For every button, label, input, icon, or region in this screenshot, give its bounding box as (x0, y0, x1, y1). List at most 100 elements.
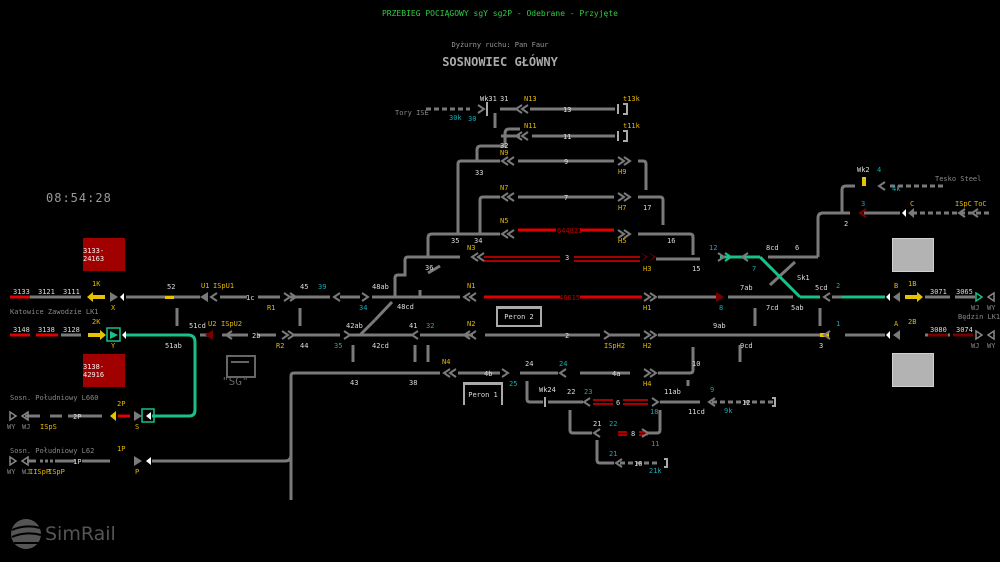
switch-label[interactable]: 48ab (372, 283, 389, 291)
signal-label-ISpU2[interactable]: ISpU2 (221, 320, 243, 328)
signal-label-ToC[interactable]: ToC (974, 200, 987, 208)
switch-label[interactable]: 24 (525, 360, 534, 368)
signal-label-N5[interactable]: N5 (500, 217, 509, 225)
track-label-3[interactable]: 3 (565, 254, 570, 262)
switch-label[interactable]: 51cd (189, 322, 206, 330)
switch-label[interactable]: 7cd (766, 304, 779, 312)
signal-label-N2[interactable]: N2 (467, 320, 476, 328)
switch-label[interactable]: 17 (643, 204, 652, 212)
train-box-lower[interactable]: 3138-42916 (83, 354, 125, 387)
switch-label[interactable]: 32 (500, 142, 509, 150)
track-label-7[interactable]: 7 (564, 194, 569, 202)
switch-label[interactable]: Wk24 (539, 386, 556, 394)
signal-label-ISpU1[interactable]: ISpU1 (213, 282, 235, 290)
track-label-9[interactable]: 9 (564, 158, 569, 166)
track-label-1P[interactable]: 1P (73, 458, 82, 466)
switch-label[interactable]: 42cd (372, 342, 389, 350)
signal-label-C[interactable]: C (910, 200, 915, 208)
track-label-12[interactable]: 12 (742, 399, 751, 407)
switch-label[interactable]: 6 (795, 244, 800, 252)
switch-label[interactable]: 35 (451, 237, 460, 245)
switch-label[interactable]: 5cd (815, 284, 828, 292)
signal-label-Y[interactable]: Y (111, 342, 116, 350)
signal-label-N7[interactable]: N7 (500, 184, 509, 192)
block-label[interactable]: 3133 (13, 288, 30, 296)
switch-label[interactable]: 52 (167, 283, 176, 291)
switch-label[interactable]: 31 (500, 95, 509, 103)
signal-label-A[interactable]: A (894, 320, 899, 328)
signal-label-2K[interactable]: 2K (92, 318, 101, 326)
signal-label-2B[interactable]: 2B (908, 318, 917, 326)
switch-label[interactable]: 22 (567, 388, 576, 396)
signal-label-ISpC[interactable]: ISpC (955, 200, 972, 208)
block-label[interactable]: 3111 (63, 288, 80, 296)
switch-label[interactable]: 9cd (740, 342, 753, 350)
switch-label[interactable]: 41 (409, 322, 418, 330)
block-label[interactable]: 3121 (38, 288, 55, 296)
signal-label-U2[interactable]: U2 (208, 320, 217, 328)
switch-label[interactable]: 5ab (791, 304, 804, 312)
switch-label[interactable]: 38 (409, 379, 418, 387)
signal-label-N3[interactable]: N3 (467, 244, 476, 252)
signal-label-H1[interactable]: H1 (643, 304, 652, 312)
signal-label-U1[interactable]: U1 (201, 282, 210, 290)
sg-station-icon[interactable] (226, 355, 256, 378)
signal-label-X[interactable]: X (111, 304, 116, 312)
switch-label[interactable]: 36 (425, 264, 434, 272)
switch-label[interactable]: 48cd (397, 303, 414, 311)
switch-label[interactable]: 45 (300, 283, 309, 291)
block-label[interactable]: 3065 (956, 288, 973, 296)
switch-label[interactable]: Wk2 (857, 166, 870, 174)
track-label-8[interactable]: 8 (631, 430, 636, 438)
block-label[interactable]: 3148 (13, 326, 30, 334)
signal-label-2P[interactable]: 2P (117, 400, 126, 408)
switch-label[interactable]: 11ab (664, 388, 681, 396)
signal-label-N9[interactable]: N9 (500, 149, 509, 157)
signal-label-ISpS[interactable]: ISpS (40, 423, 57, 431)
track-label-6[interactable]: 6 (616, 399, 621, 407)
signal-label-IISpP[interactable]: IISpP (29, 468, 51, 476)
switch-label[interactable]: 33 (475, 169, 484, 177)
switch-label[interactable]: 43 (350, 379, 359, 387)
track-label-2[interactable]: 2 (565, 332, 570, 340)
track-label-2P[interactable]: 2P (73, 413, 82, 421)
block-label[interactable]: 3128 (63, 326, 80, 334)
switch-label[interactable]: 2 (844, 220, 849, 228)
track-label-5-train[interactable]: 644822 (557, 227, 583, 235)
track-label-13[interactable]: 13 (563, 106, 572, 114)
switch-label[interactable]: 11cd (688, 408, 705, 416)
signal-label-H4[interactable]: H4 (643, 380, 652, 388)
signal-label-N4[interactable]: N4 (442, 358, 451, 366)
signal-label-R1[interactable]: R1 (267, 304, 276, 312)
signal-label-1P[interactable]: 1P (117, 445, 126, 453)
status-box-upper[interactable] (892, 238, 934, 272)
switch-label[interactable]: 42ab (346, 322, 363, 330)
track-label-11[interactable]: 11 (563, 133, 572, 141)
switch-label[interactable]: 21 (593, 420, 602, 428)
switch-label[interactable]: 7ab (740, 284, 753, 292)
switch-label[interactable]: 16 (667, 237, 676, 245)
signal-label-1K[interactable]: 1K (92, 280, 101, 288)
track-label-4b[interactable]: 4b (484, 370, 493, 378)
block-label[interactable]: 3080 (930, 326, 947, 334)
train-box-upper[interactable]: 3133-24163 (83, 238, 125, 271)
block-label[interactable]: 3071 (930, 288, 947, 296)
signal-label-P[interactable]: P (135, 468, 140, 476)
signal-label-H5[interactable]: H5 (618, 237, 627, 245)
signal-label-N13[interactable]: N13 (524, 95, 537, 103)
track-label-10[interactable]: 10 (634, 460, 643, 468)
signal-label-ISpP[interactable]: ISpP (48, 468, 65, 476)
switch-label[interactable]: 15 (692, 265, 701, 273)
switch-label[interactable]: Wk31 (480, 95, 497, 103)
signal-label-1B[interactable]: 1B (908, 280, 917, 288)
track-label-2b[interactable]: 2b (252, 332, 261, 340)
signal-label-H7[interactable]: H7 (618, 204, 627, 212)
signal-label-N11[interactable]: N11 (524, 122, 537, 130)
signal-label-B[interactable]: B (894, 282, 899, 290)
track-label-1-train[interactable]: 48615 (559, 294, 581, 302)
signal-label-t13k[interactable]: t13k (623, 95, 640, 103)
signal-label-N1[interactable]: N1 (467, 282, 476, 290)
signal-label-H3[interactable]: H3 (643, 265, 652, 273)
signal-label-R2[interactable]: R2 (276, 342, 285, 350)
block-label[interactable]: 3138 (38, 326, 55, 334)
